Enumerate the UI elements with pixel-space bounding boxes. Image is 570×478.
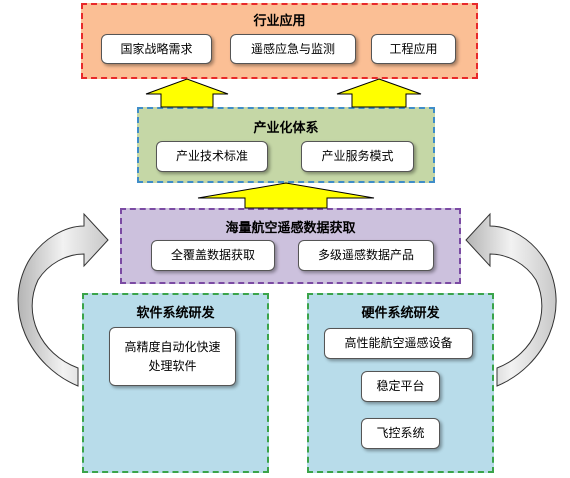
national-strategy-box: 国家战略需求 [101,34,212,64]
software-panel-title: 软件系统研发 [136,306,215,321]
stable-platform-box: 稳定平台 [361,371,440,402]
hardware-panel-title: 硬件系统研发 [361,306,440,321]
up-arrow-right [336,78,422,108]
curved-arrow-right [465,212,557,387]
processing-software-box: 高精度自动化快速处理软件 [109,327,236,386]
emergency-monitoring-box: 遥感应急与监测 [230,34,356,64]
up-arrow-left [145,78,229,108]
up-arrow-wide [197,182,375,209]
multilevel-products-box: 多级遥感数据产品 [298,240,434,271]
engineering-app-box: 工程应用 [371,34,456,64]
industrialization-panel-title: 产业化体系 [253,121,319,136]
curved-arrow-left [17,212,109,387]
full-coverage-box: 全覆盖数据获取 [151,240,275,271]
industry-panel-title: 行业应用 [253,14,306,29]
acquisition-panel-title: 海量航空遥感数据获取 [225,221,356,236]
flight-control-box: 飞控系统 [361,418,440,449]
processing-software-label: 高精度自动化快速处理软件 [124,339,221,373]
tech-standard-box: 产业技术标准 [156,141,268,172]
service-mode-box: 产业服务模式 [301,141,414,172]
sensor-equipment-box: 高性能航空遥感设备 [324,328,473,359]
